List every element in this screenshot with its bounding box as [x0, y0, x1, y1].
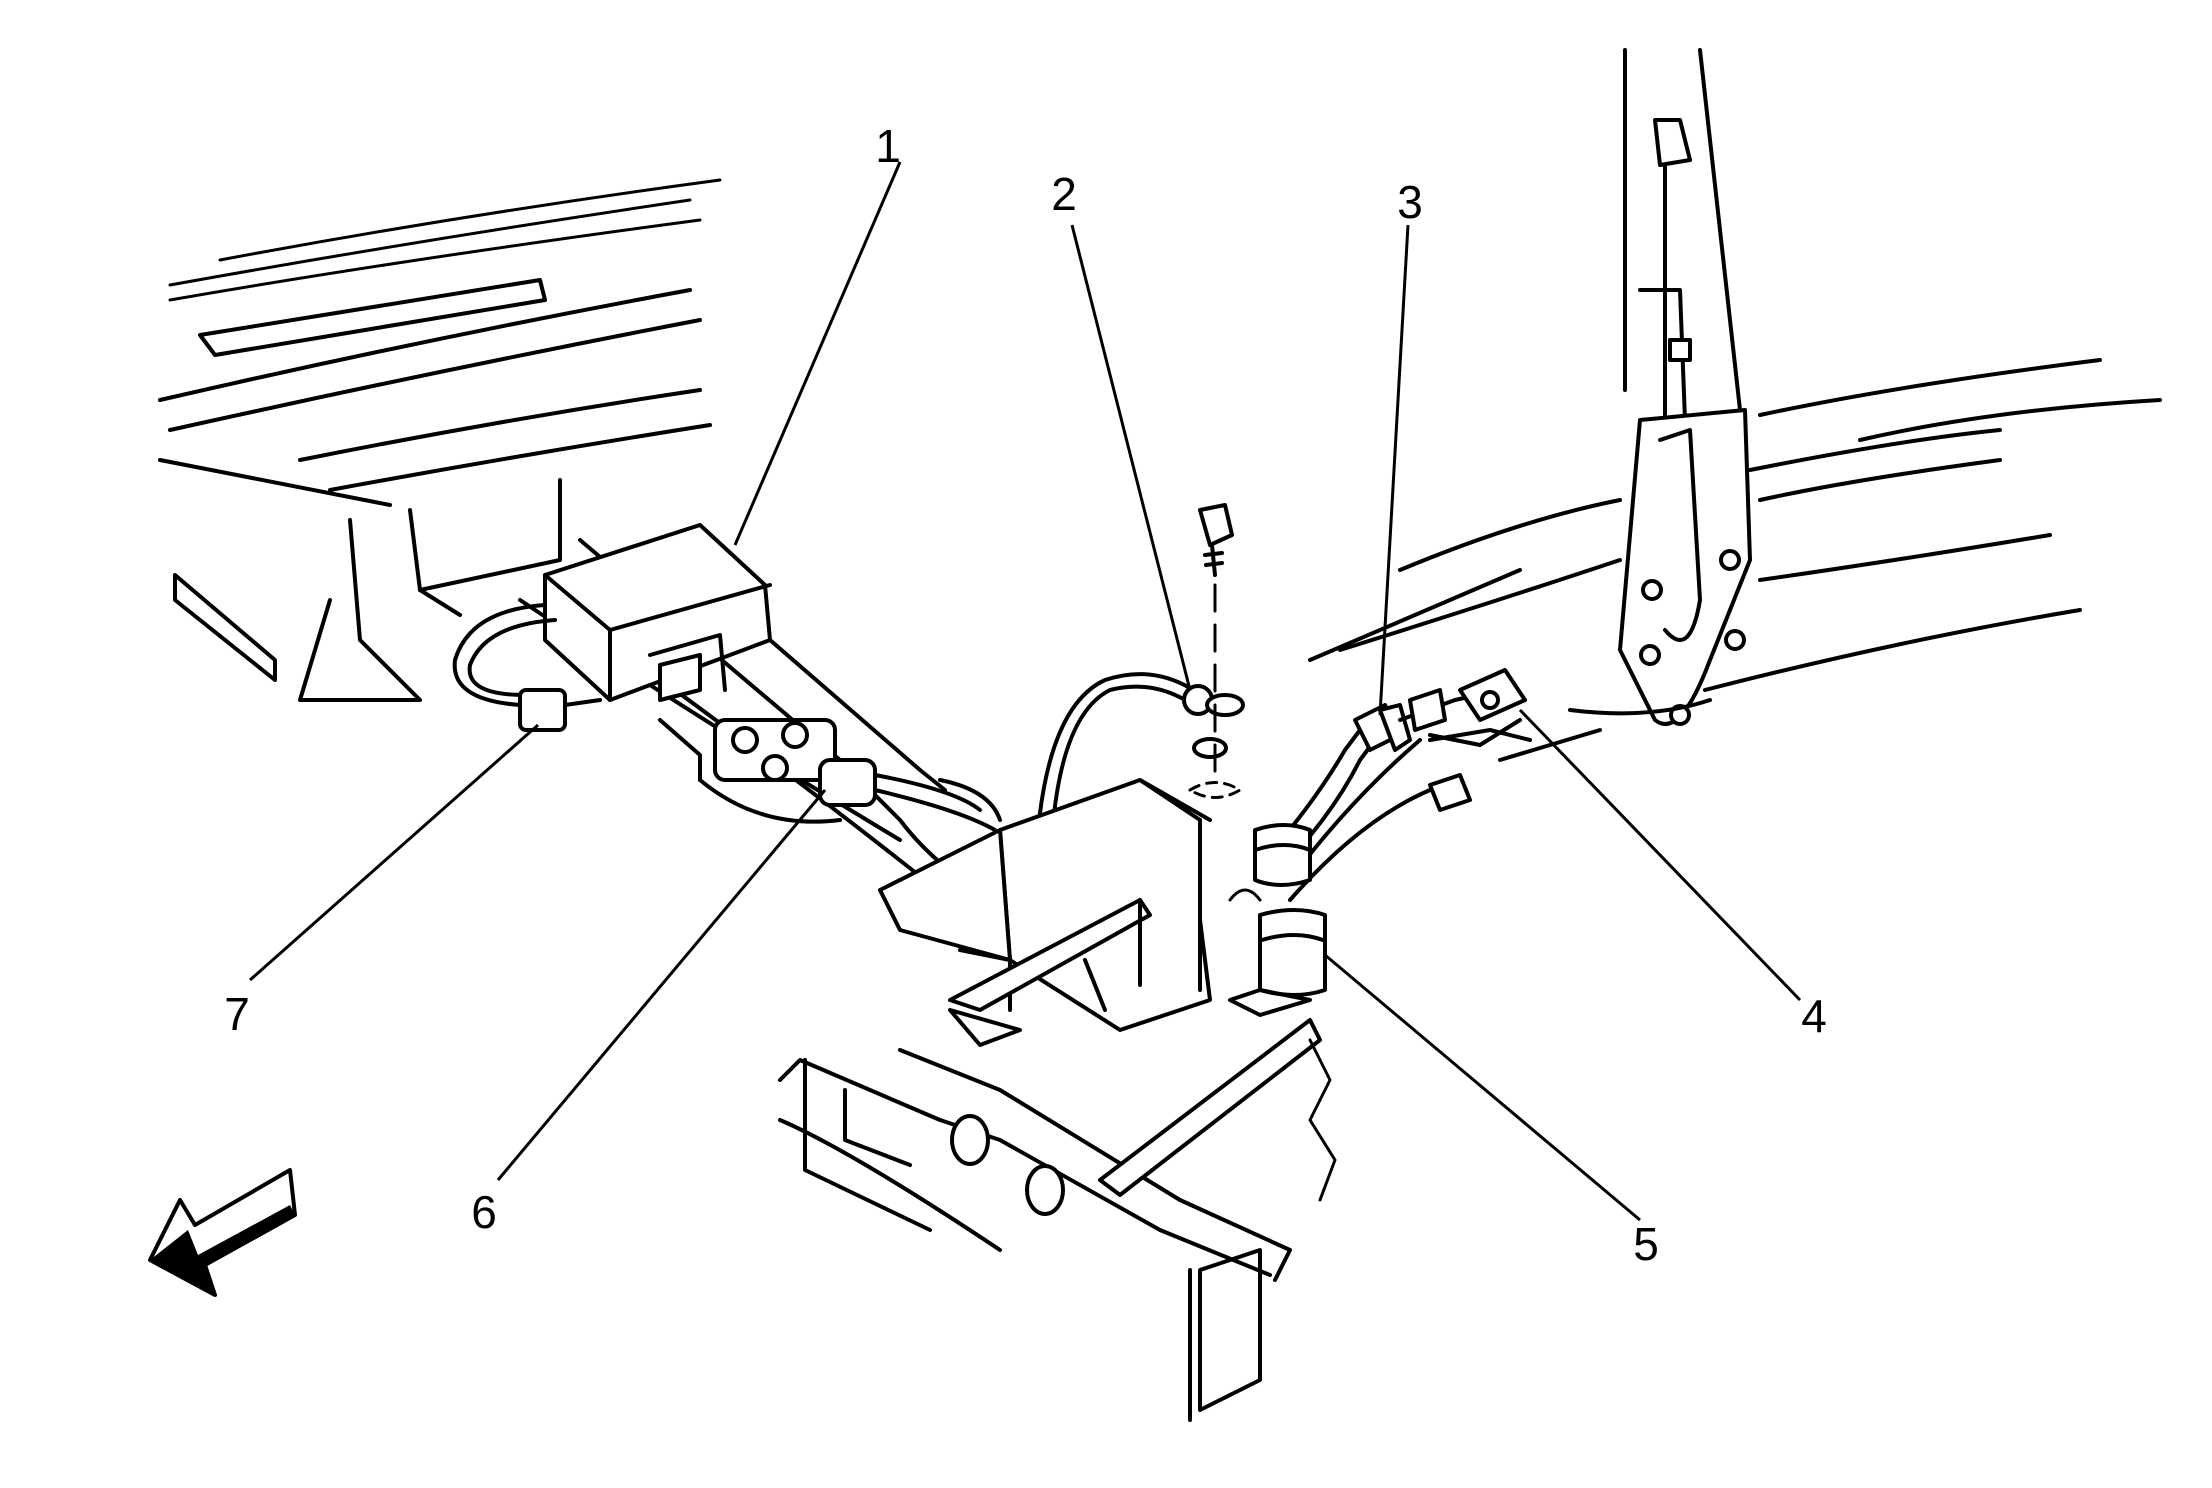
ground-bolt	[1188, 503, 1242, 799]
right-floor-rails	[1308, 498, 1712, 762]
right-harness	[1228, 668, 1527, 1017]
callout-3: 3	[1397, 176, 1423, 228]
callout-6: 6	[471, 1186, 497, 1238]
leader-lines	[249, 161, 1802, 1222]
callout-1: 1	[875, 120, 901, 172]
front-direction-arrow-icon	[148, 1168, 297, 1297]
pillar-structure	[1618, 48, 2162, 726]
callout-7: 7	[224, 988, 250, 1040]
ground-wire	[1033, 672, 1245, 897]
callout-4: 4	[1801, 990, 1827, 1042]
control-module	[543, 523, 947, 824]
module-connector-left	[452, 603, 602, 732]
callout-labels: 1 2 3 4 5 6 7	[224, 120, 1827, 1270]
center-bracket	[878, 778, 1212, 1047]
frame-rail	[778, 1018, 1337, 1422]
module-connector-right	[818, 758, 1002, 872]
callout-5: 5	[1633, 1218, 1659, 1270]
callout-2: 2	[1051, 168, 1077, 220]
